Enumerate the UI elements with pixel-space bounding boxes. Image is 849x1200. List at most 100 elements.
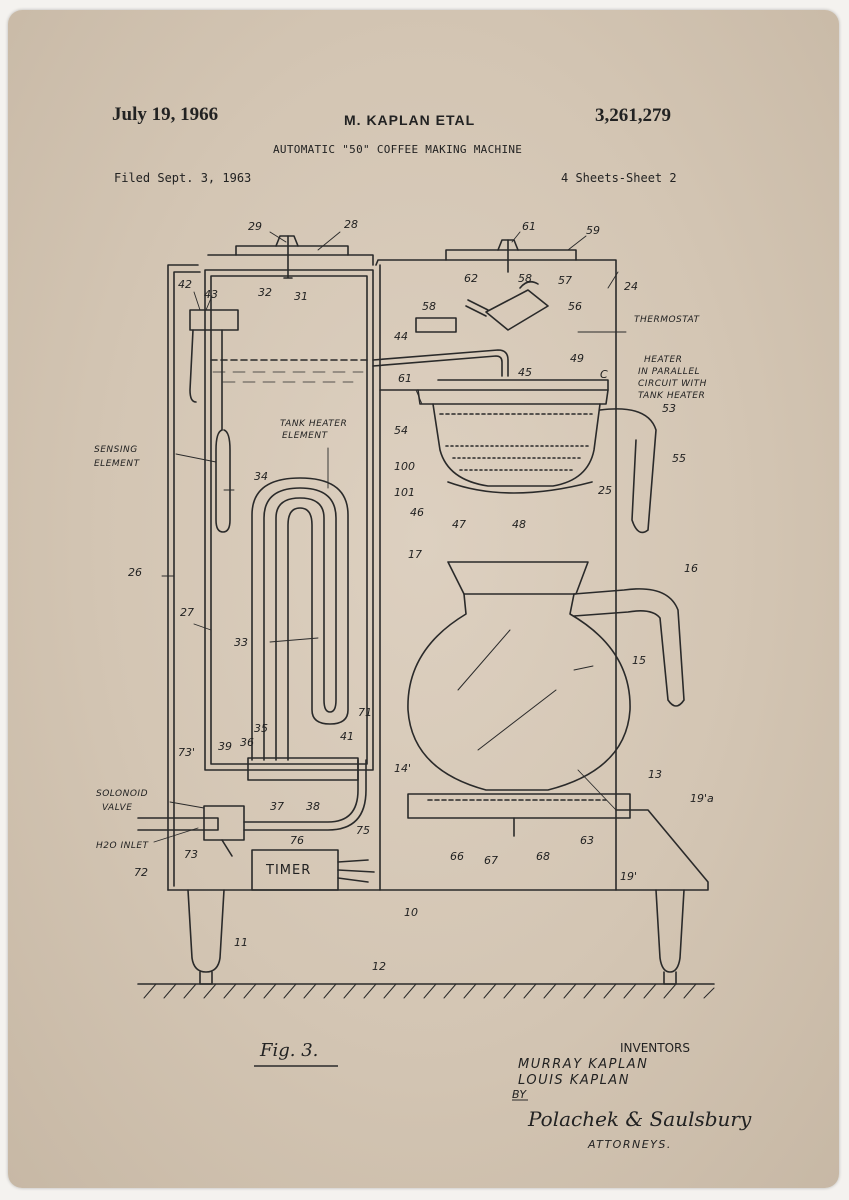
coffee-decanter: [407, 561, 685, 791]
patent-title: AUTOMATIC "50" COFFEE MAKING MACHINE: [273, 143, 523, 156]
label-66: 66: [450, 850, 464, 863]
label-13: 13: [648, 768, 662, 781]
warming-plate: [407, 793, 631, 837]
sensing-element: [189, 309, 239, 533]
label-54: 54: [394, 424, 408, 437]
label-73: 73: [184, 848, 198, 861]
label-100: 100: [394, 460, 415, 473]
tank-lid: [235, 235, 349, 279]
label-71: 71: [358, 706, 372, 719]
label-27: 27: [180, 606, 194, 619]
label-53: 53: [662, 402, 676, 415]
label-12: 12: [372, 960, 386, 973]
sheet-count: 4 Sheets-Sheet 2: [561, 171, 677, 185]
machine-feet: [187, 889, 685, 985]
label-29: 29: [248, 220, 262, 233]
inventor-1: MURRAY KAPLAN: [518, 1057, 648, 1072]
label-68: 68: [536, 850, 550, 863]
label-h2o-inlet: H2O INLET: [96, 841, 150, 851]
coffee-machine-drawing: 29 28 61 59 42 43 32 31 62 58 57 24 58 5…: [94, 218, 752, 1151]
machine-housing: [167, 254, 709, 891]
label-tank-2: ELEMENT: [282, 431, 329, 441]
figure-label-text: Fig. 3.: [259, 1040, 318, 1061]
label-heater-2: IN PARALLEL: [638, 367, 700, 377]
patent-sheet: July 19, 1966 M. KAPLAN ETAL 3,261,279 A…: [8, 10, 839, 1188]
label-58a: 58: [518, 272, 532, 285]
water-tank: [204, 269, 374, 771]
label-48: 48: [512, 518, 526, 531]
label-63: 63: [580, 834, 594, 847]
label-solenoid-1: SOLONOID: [96, 789, 148, 799]
label-25: 25: [598, 484, 612, 497]
label-28: 28: [344, 218, 358, 231]
label-75: 75: [356, 824, 370, 837]
label-56: 56: [568, 300, 582, 313]
label-tank-1: TANK HEATER: [280, 419, 347, 429]
inventor-2: LOUIS KAPLAN: [518, 1073, 630, 1088]
label-heater-3: CIRCUIT WITH: [638, 379, 707, 389]
brew-basket: [417, 379, 657, 534]
label-47: 47: [452, 518, 466, 531]
filed-date: Filed Sept. 3, 1963: [114, 171, 252, 185]
label-72: 72: [134, 866, 148, 879]
label-solenoid-2: VALVE: [102, 803, 132, 813]
label-49: 49: [570, 352, 584, 365]
label-59: 59: [586, 224, 600, 237]
floor-line: [137, 983, 715, 999]
label-43: 43: [204, 288, 218, 301]
label-57: 57: [558, 274, 572, 287]
label-thermostat: THERMOSTAT: [634, 315, 700, 325]
label-35: 35: [254, 722, 268, 735]
patent-date: July 19, 1966: [112, 104, 219, 125]
label-31: 31: [294, 290, 308, 303]
label-36: 36: [240, 736, 254, 749]
label-timer: TIMER: [265, 863, 311, 878]
label-11: 11: [234, 936, 248, 949]
label-33: 33: [234, 636, 248, 649]
basket-lid: [445, 239, 577, 273]
inventors-heading: INVENTORS: [620, 1041, 690, 1055]
attorneys-label: ATTORNEYS.: [587, 1138, 672, 1151]
label-62: 62: [464, 272, 478, 285]
label-76: 76: [290, 834, 304, 847]
label-61: 61: [522, 220, 536, 233]
label-15: 15: [632, 654, 646, 667]
label-24: 24: [624, 280, 638, 293]
inventor-block: INVENTORS MURRAY KAPLAN LOUIS KAPLAN BY …: [512, 1041, 752, 1151]
label-73p: 73': [178, 746, 195, 759]
label-55: 55: [672, 452, 686, 465]
by-label: BY: [512, 1088, 527, 1101]
label-37: 37: [270, 800, 284, 813]
label-41: 41: [340, 730, 354, 743]
thermostat: [415, 280, 549, 333]
attorney-signature: Polachek & Saulsbury: [527, 1107, 752, 1131]
label-42: 42: [178, 278, 192, 291]
label-10: 10: [404, 906, 418, 919]
label-34: 34: [254, 470, 268, 483]
label-heater-1: HEATER: [644, 355, 682, 365]
label-19a: 19'a: [690, 792, 714, 805]
label-26: 26: [128, 566, 142, 579]
label-38: 38: [306, 800, 320, 813]
label-46: 46: [410, 506, 424, 519]
label-19p: 19': [620, 870, 637, 883]
label-14p: 14': [394, 762, 411, 775]
label-58b: 58: [422, 300, 436, 313]
label-61b: 61: [398, 372, 412, 385]
label-c: C: [600, 368, 608, 381]
label-17: 17: [408, 548, 422, 561]
label-16: 16: [684, 562, 698, 575]
label-45: 45: [518, 366, 532, 379]
figure-label: Fig. 3.: [254, 1040, 338, 1067]
water-delivery-tube: [372, 349, 509, 377]
label-39: 39: [218, 740, 232, 753]
patent-number: 3,261,279: [595, 105, 671, 126]
solenoid-valve: [137, 759, 367, 857]
label-44: 44: [394, 330, 408, 343]
label-67: 67: [484, 854, 498, 867]
label-heater-4: TANK HEATER: [638, 391, 705, 401]
label-32: 32: [258, 286, 272, 299]
label-101: 101: [394, 486, 415, 499]
reference-labels: 29 28 61 59 42 43 32 31 62 58 57 24 58 5…: [94, 218, 714, 973]
label-sensing-2: ELEMENT: [94, 459, 141, 469]
